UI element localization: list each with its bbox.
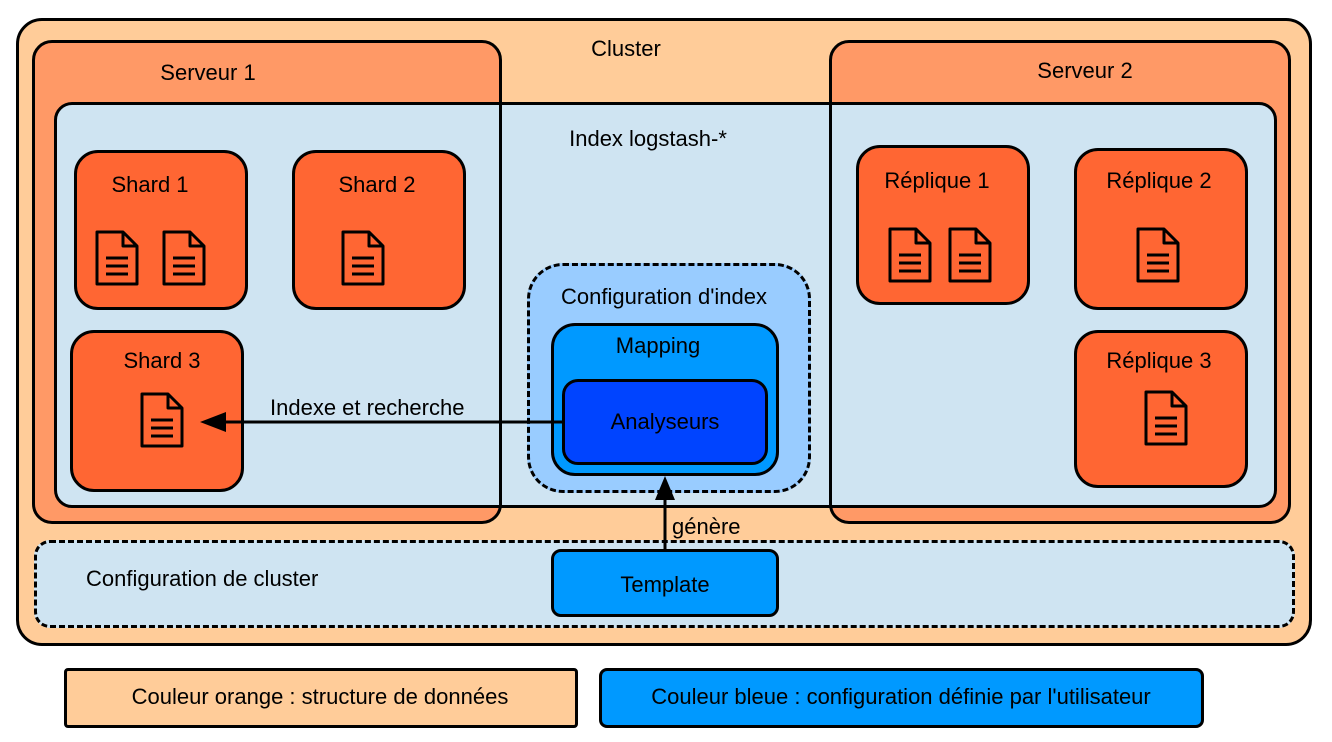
analyseurs-label: Analyseurs: [610, 409, 720, 434]
replica-1-label: Réplique 1: [884, 168, 990, 193]
legend-orange-label: Couleur orange : structure de données: [131, 684, 509, 709]
document-icon: [95, 230, 139, 286]
analyseurs-box: [562, 379, 768, 465]
mapping-label: Mapping: [615, 333, 701, 358]
template-label: Template: [620, 572, 710, 597]
document-icon: [1144, 390, 1188, 446]
index-label: Index logstash-*: [569, 126, 727, 151]
document-icon: [948, 227, 992, 283]
edge-genere-label: génère: [672, 514, 741, 539]
replica-3-label: Réplique 3: [1106, 348, 1212, 373]
server-2-divider: [829, 102, 832, 508]
replica-2-label: Réplique 2: [1106, 168, 1212, 193]
document-icon: [1136, 227, 1180, 283]
document-icon: [341, 230, 385, 286]
replica-1-box: [856, 145, 1030, 305]
legend-blue-box: [599, 668, 1204, 728]
cluster-config-label: Configuration de cluster: [86, 566, 319, 591]
document-icon: [888, 227, 932, 283]
legend-blue-label: Couleur bleue : configuration définie pa…: [651, 684, 1151, 709]
legend-orange-box: [64, 668, 578, 728]
replica-3-box: [1074, 330, 1248, 488]
template-box: [551, 549, 779, 617]
edge-indexe-label: Indexe et recherche: [270, 395, 465, 420]
shard-3-label: Shard 3: [123, 348, 201, 373]
shard-1-label: Shard 1: [111, 172, 189, 197]
document-icon: [140, 392, 184, 448]
shard-3-box: [70, 330, 244, 492]
index-config-label: Configuration d'index: [560, 284, 768, 309]
document-icon: [162, 230, 206, 286]
arrow-indexe: [200, 412, 562, 432]
server-1-label: Serveur 1: [160, 60, 256, 85]
cluster-label: Cluster: [591, 36, 661, 61]
shard-2-label: Shard 2: [338, 172, 416, 197]
arrow-genere: [655, 476, 675, 549]
server-1-divider: [499, 102, 502, 508]
server-2-label: Serveur 2: [1037, 58, 1133, 83]
